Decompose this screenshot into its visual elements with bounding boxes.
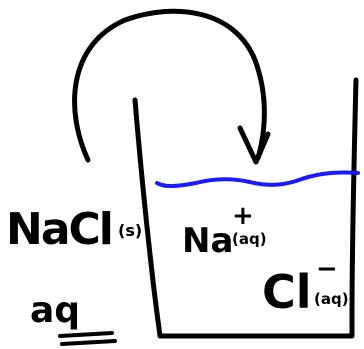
cation-symbol: Na	[182, 221, 233, 261]
arrow-head	[237, 125, 271, 165]
anion-symbol: Cl	[262, 265, 312, 319]
anion-charge: −	[316, 254, 338, 284]
solid-state: (s)	[118, 221, 142, 240]
cation-charge: +	[232, 201, 254, 231]
solvent-label: aq	[30, 290, 80, 331]
cation-state: (aq)	[232, 230, 267, 248]
transfer-arrow	[72, 8, 267, 163]
solvent-underline	[58, 331, 117, 346]
beaker	[132, 77, 359, 339]
anion-state: (aq)	[314, 290, 349, 308]
water-surface	[155, 170, 360, 188]
solid-formula: NaCl	[6, 204, 112, 255]
